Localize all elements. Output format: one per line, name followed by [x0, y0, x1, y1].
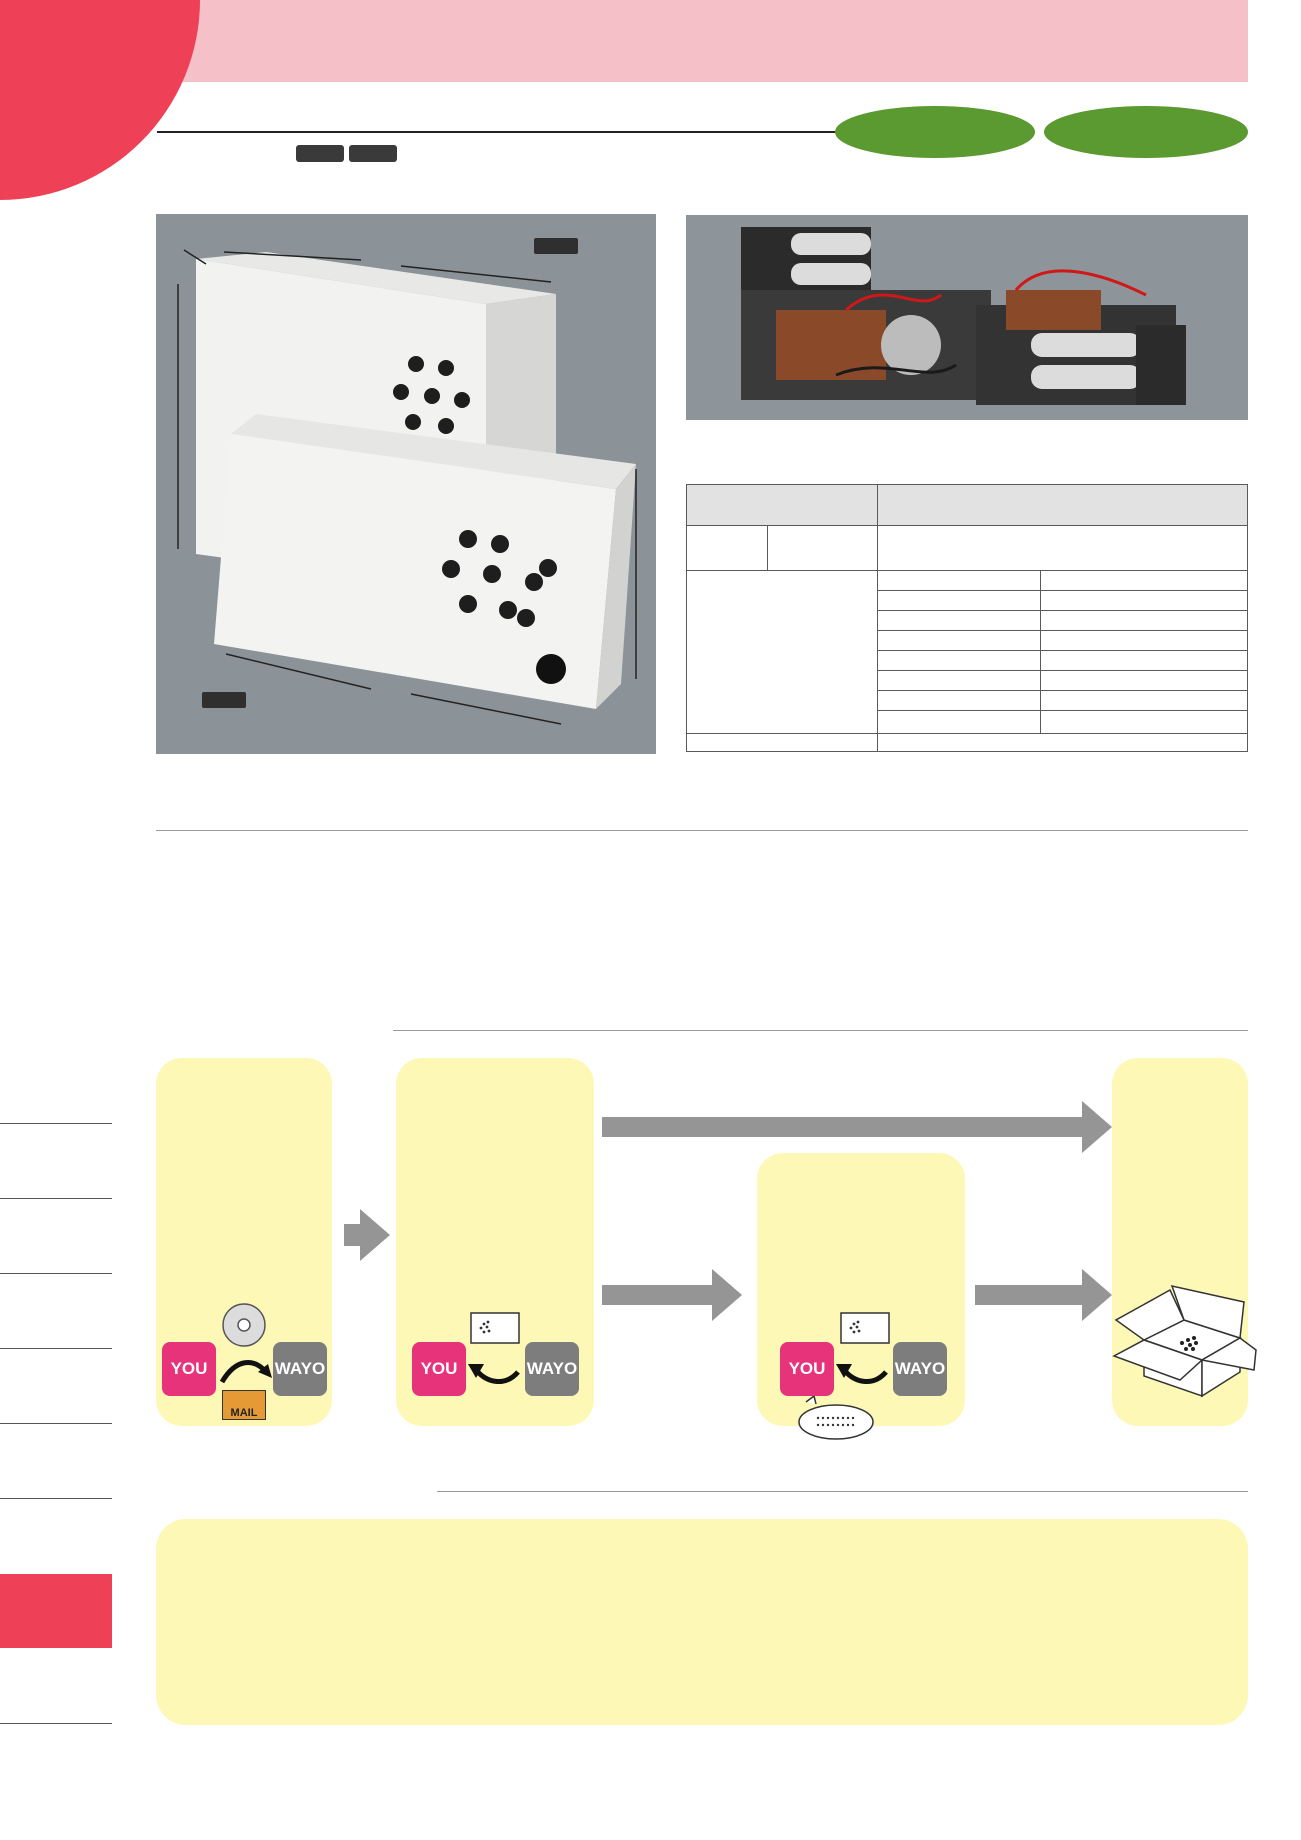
- spec-cell: [1040, 690, 1248, 711]
- wayo-badge: WAYO: [525, 1342, 579, 1396]
- spec-cell: [877, 650, 1041, 671]
- interior-illustration: [741, 227, 1186, 405]
- wayo-label: WAYO: [894, 1359, 946, 1378]
- sidebar-divider: [0, 1423, 112, 1424]
- mail-label: MAIL: [230, 1407, 258, 1419]
- header-corner-accent: [0, 0, 200, 200]
- mail-envelope-icon: MAIL: [222, 1390, 266, 1420]
- open-box-icon: [1112, 1284, 1257, 1398]
- cd-disc-icon: [222, 1303, 266, 1347]
- sidebar-divider: [0, 1273, 112, 1274]
- spec-cell: [877, 710, 1041, 734]
- spec-cell: [877, 610, 1041, 631]
- model-tag-1: [296, 145, 344, 162]
- spec-cell: [1040, 610, 1248, 631]
- category-pill-1[interactable]: [835, 106, 1035, 158]
- speaker-card-icon: [840, 1312, 890, 1344]
- spec-cell: [877, 525, 1248, 571]
- spec-cell: [877, 590, 1041, 611]
- spec-header-cell-2: [877, 484, 1248, 526]
- spec-cell: [686, 733, 878, 752]
- you-badge: YOU: [162, 1342, 216, 1396]
- sidebar-tab-active[interactable]: [0, 1574, 112, 1648]
- wayo-label: WAYO: [526, 1359, 578, 1378]
- spec-cell: [1040, 650, 1248, 671]
- interior-photo: [686, 215, 1248, 420]
- spec-cell: [686, 525, 768, 571]
- sidebar-divider: [0, 1723, 112, 1724]
- header-band: [0, 0, 1248, 82]
- spec-cell: [1040, 570, 1248, 591]
- spec-cell: [686, 570, 878, 734]
- sidebar-divider: [0, 1123, 112, 1124]
- spec-cell: [877, 690, 1041, 711]
- you-badge: YOU: [412, 1342, 466, 1396]
- wayo-badge: WAYO: [273, 1342, 327, 1396]
- note-panel: [156, 1519, 1248, 1725]
- spec-cell: [1040, 710, 1248, 734]
- you-badge: YOU: [780, 1342, 834, 1396]
- you-label: YOU: [788, 1359, 826, 1378]
- category-pill-2[interactable]: [1044, 106, 1248, 158]
- wayo-badge: WAYO: [893, 1342, 947, 1396]
- spec-cell: [877, 570, 1041, 591]
- spec-cell: [1040, 630, 1248, 651]
- curved-arrow-icon: [836, 1364, 888, 1384]
- speaker-card-icon: [470, 1312, 520, 1344]
- wayo-label: WAYO: [274, 1359, 326, 1378]
- spec-cell: [877, 630, 1041, 651]
- spec-cell: [1040, 670, 1248, 691]
- curved-arrow-icon: [219, 1360, 272, 1384]
- sidebar-divider: [0, 1348, 112, 1349]
- product-photo: [156, 214, 656, 754]
- sidebar-divider: [0, 1498, 112, 1499]
- section-divider-2: [393, 1030, 1248, 1031]
- you-label: YOU: [420, 1359, 458, 1378]
- sidebar-divider: [0, 1198, 112, 1199]
- you-label: YOU: [170, 1359, 208, 1378]
- curved-arrow-icon: [468, 1364, 520, 1384]
- section-divider-1: [156, 830, 1248, 831]
- speech-bubble-icon: [798, 1396, 874, 1440]
- spec-cell: [1040, 590, 1248, 611]
- spec-cell: [767, 525, 878, 571]
- spec-header-cell-1: [686, 484, 878, 526]
- model-tag-2: [349, 145, 397, 162]
- spec-cell: [877, 670, 1041, 691]
- product-illustration: [177, 238, 637, 725]
- section-divider-3: [437, 1491, 1248, 1492]
- title-rule: [157, 131, 857, 133]
- spec-cell: [877, 733, 1248, 752]
